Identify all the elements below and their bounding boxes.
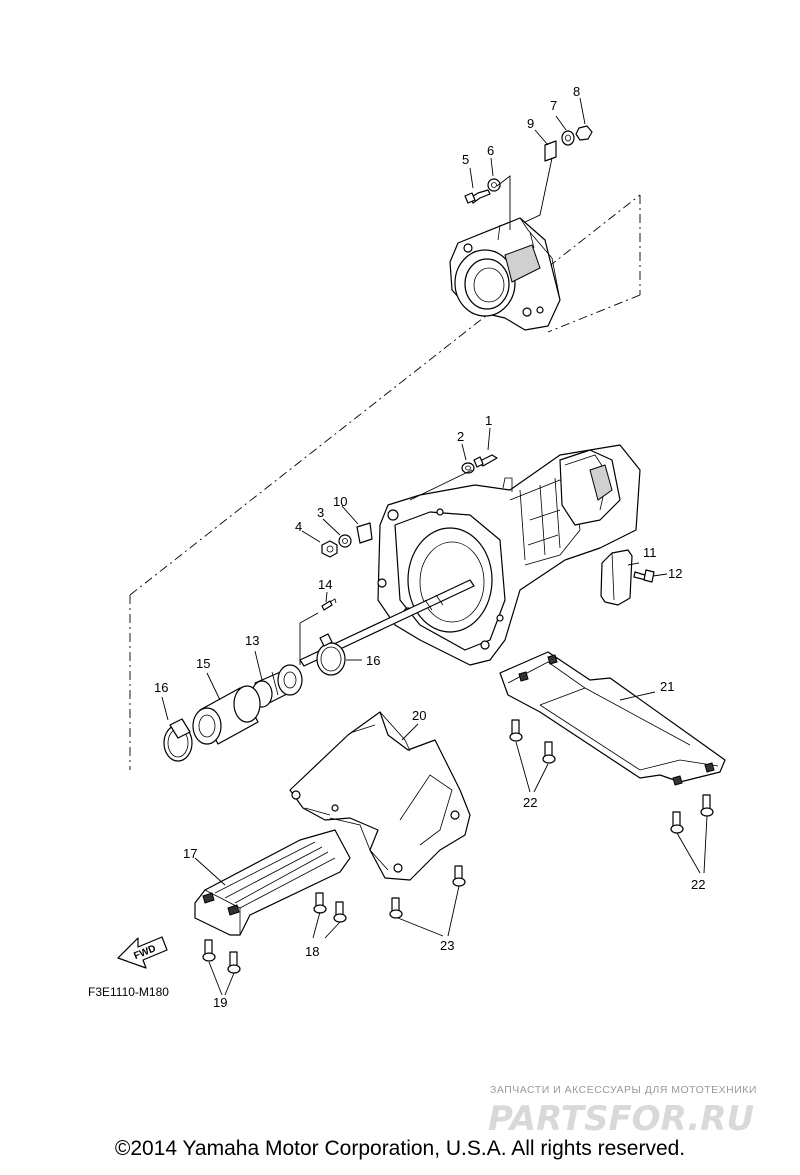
- callout-9: 9: [527, 116, 534, 131]
- bolts-19: [202, 939, 241, 974]
- bolts-23: [389, 865, 466, 919]
- callout-3: 3: [317, 505, 324, 520]
- figure-code: F3E1110-M180: [88, 985, 169, 999]
- callout-6: 6: [487, 143, 494, 158]
- intake-duct-20: [289, 711, 471, 881]
- callout-22a: 22: [523, 795, 537, 810]
- washer-3: [338, 534, 352, 548]
- callout-2: 2: [457, 429, 464, 444]
- bearing-housing: [449, 217, 561, 331]
- callout-21: 21: [660, 679, 674, 694]
- center-guide-line: [129, 194, 641, 770]
- bolts-18: [313, 892, 347, 923]
- nut-8: [575, 125, 593, 141]
- leader-lines: [161, 97, 708, 996]
- callout-20: 20: [412, 708, 426, 723]
- callout-10: 10: [333, 494, 347, 509]
- copyright-footer: ©2014 Yamaha Motor Corporation, U.S.A. A…: [114, 1137, 686, 1160]
- hose-15: [192, 685, 261, 745]
- bolts-22-lower: [670, 794, 714, 834]
- plate-10: [356, 522, 373, 544]
- callout-1: 1: [485, 413, 492, 428]
- callout-8: 8: [573, 84, 580, 99]
- callout-14: 14: [318, 577, 332, 592]
- drive-shaft: [299, 579, 475, 667]
- bolt-5: [464, 189, 491, 204]
- washer-6: [487, 178, 501, 192]
- plate-9: [544, 140, 557, 162]
- callout-5: 5: [462, 152, 469, 167]
- callout-23: 23: [440, 938, 454, 953]
- fwd-arrow-icon: FWD: [117, 936, 168, 969]
- callout-19: 19: [213, 995, 227, 1010]
- callout-11: 11: [643, 545, 657, 560]
- callout-18: 18: [305, 944, 319, 959]
- clamp-16-lower: [163, 718, 193, 762]
- callout-15: 15: [196, 656, 210, 671]
- screw-14: [321, 600, 333, 611]
- callout-16b: 16: [154, 680, 168, 695]
- callout-13: 13: [245, 633, 259, 648]
- callout-22b: 22: [691, 877, 705, 892]
- intermediate-housing: [377, 444, 641, 666]
- callout-12: 12: [668, 566, 682, 581]
- callout-16a: 16: [366, 653, 380, 668]
- callout-4: 4: [295, 519, 302, 534]
- ride-plate-17: [194, 829, 351, 936]
- clamp-16-upper: [316, 633, 346, 676]
- watermark-logo: PARTSFOR.RU: [488, 1099, 754, 1139]
- watermark-text: ЗАПЧАСТИ И АКСЕССУАРЫ ДЛЯ МОТОТЕХНИКИ: [490, 1084, 757, 1096]
- callout-7: 7: [550, 98, 557, 113]
- callout-17: 17: [183, 846, 197, 861]
- pad-11: [600, 549, 633, 606]
- washer-7: [561, 130, 575, 146]
- plate-21: [499, 651, 726, 786]
- nut-4: [321, 540, 338, 558]
- bolts-22-upper: [509, 719, 556, 764]
